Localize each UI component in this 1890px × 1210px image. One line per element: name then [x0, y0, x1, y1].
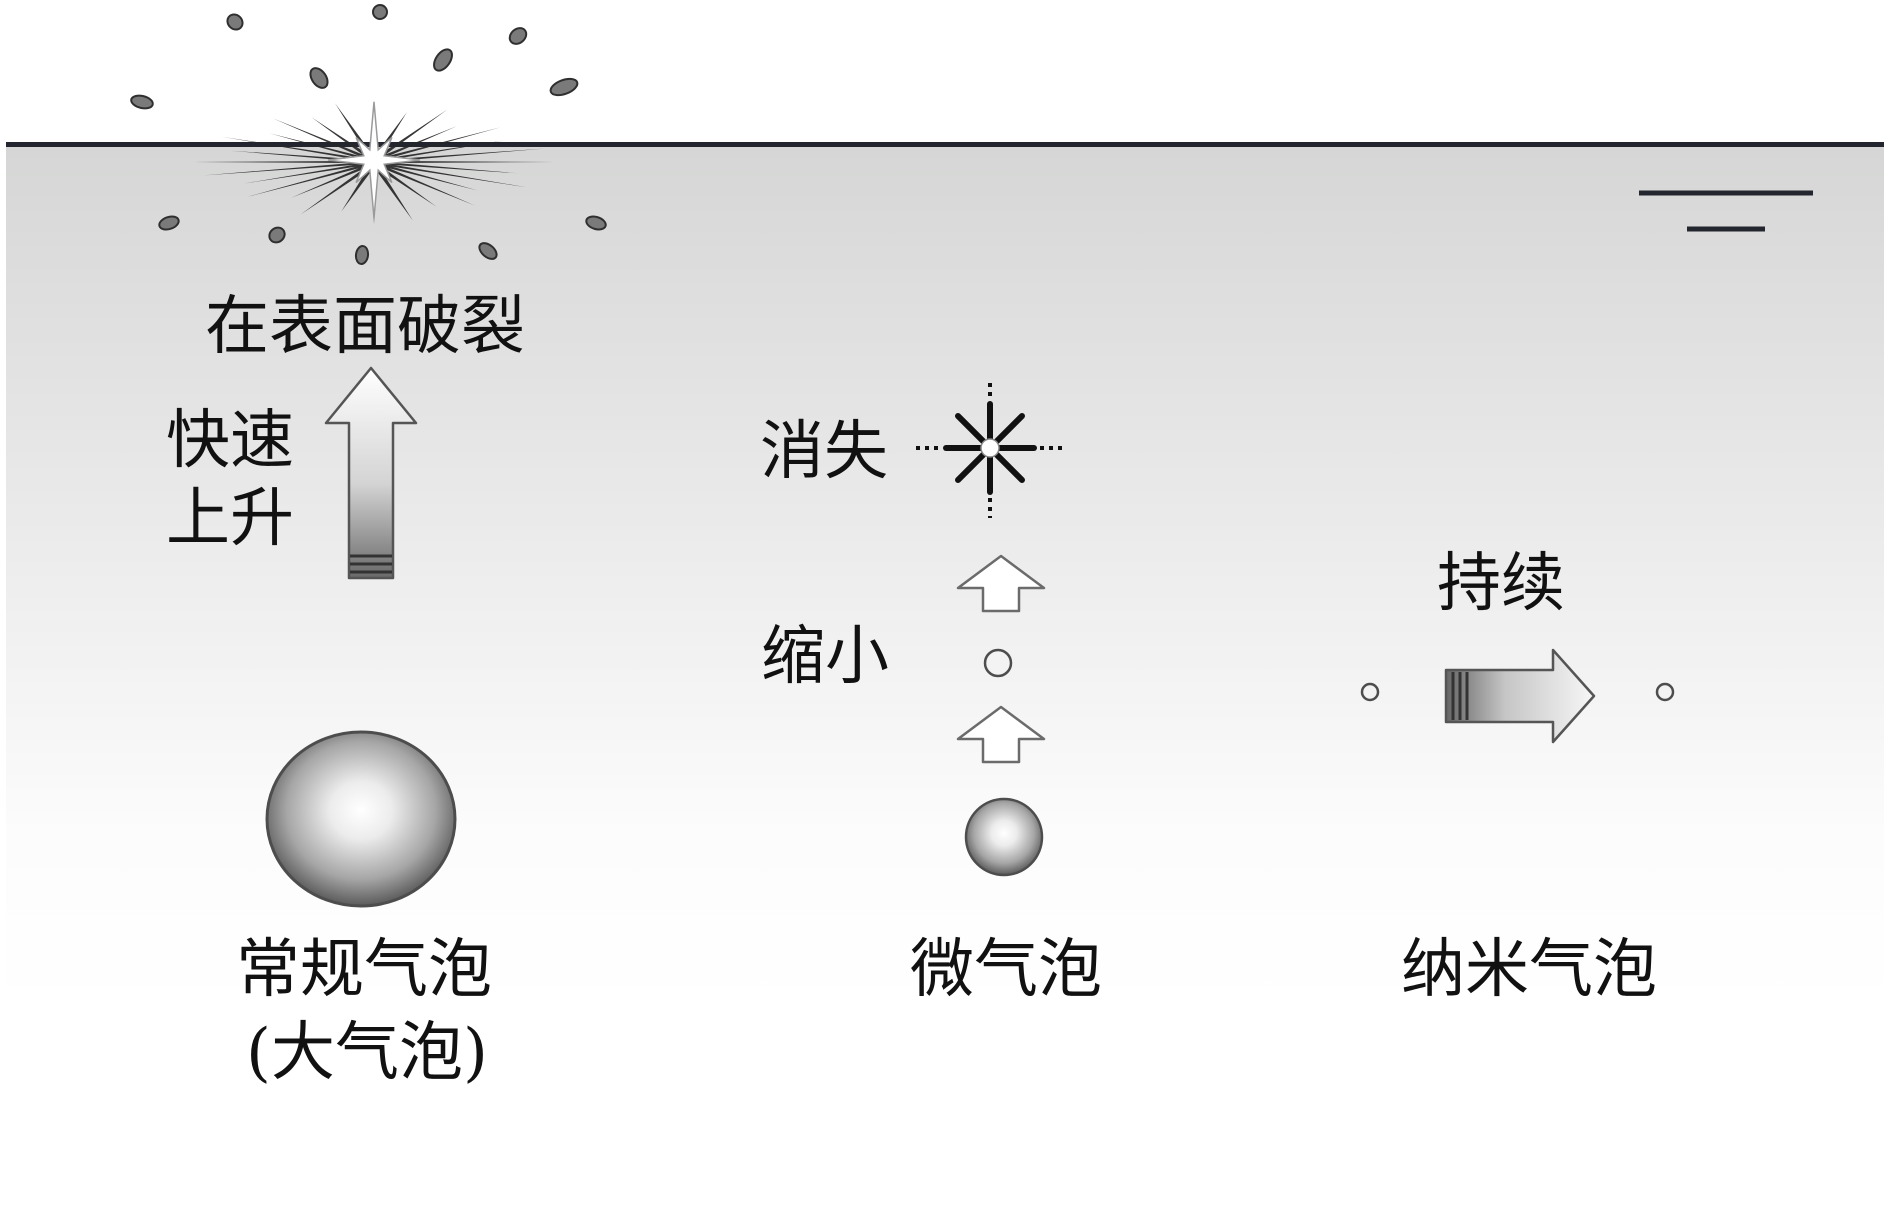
- droplet: [268, 226, 286, 244]
- droplet: [130, 94, 154, 110]
- droplet: [508, 27, 528, 45]
- micro-bubble-name: 微气泡: [910, 933, 1102, 1007]
- arrow-up-outline-icon: [956, 705, 1046, 764]
- burst-center: [980, 438, 1000, 458]
- shrink-label: 缩小: [761, 620, 889, 694]
- droplet: [158, 215, 180, 231]
- large-bubble: [265, 730, 457, 908]
- persist-arrow-body: [1444, 648, 1596, 744]
- water-level-icon: [1639, 190, 1813, 232]
- asterisk-burst-icon: [916, 383, 1066, 518]
- shrunken-micro-bubble: [983, 648, 1013, 678]
- droplet: [309, 67, 329, 89]
- droplet: [585, 215, 607, 231]
- persist-label: 持续: [1437, 547, 1565, 621]
- arrow-right-icon: [1444, 648, 1596, 744]
- arrow-up-icon: [324, 366, 418, 580]
- micro-bubble-column: 消失 缩小 微气泡: [760, 383, 1102, 1007]
- regular-bubble-alias: (大气泡): [246, 1016, 488, 1090]
- droplet: [549, 77, 579, 97]
- rise-label-line2: 上升: [166, 482, 294, 556]
- vanish-label: 消失: [760, 415, 888, 489]
- nano-bubble-after: [1655, 682, 1675, 702]
- nano-bubble-name: 纳米气泡: [1401, 933, 1657, 1007]
- droplet: [354, 245, 370, 265]
- droplet: [478, 242, 498, 260]
- nano-bubble-before: [1360, 682, 1380, 702]
- rise-label-line1: 快速: [166, 404, 294, 478]
- nano-bubble-column: 持续 纳米气泡: [1360, 547, 1675, 1007]
- starburst-icon: [194, 100, 554, 224]
- burst-at-surface-label: 在表面破裂: [205, 290, 525, 364]
- droplet: [226, 13, 244, 31]
- burst-core-star: [327, 101, 421, 219]
- splash-droplets: [130, 4, 607, 265]
- arrow-up-outline-icon: [956, 554, 1046, 613]
- rise-arrow-body: [324, 366, 418, 580]
- regular-bubble-column: 在表面破裂 快速 上升 常规气泡 (大气泡): [130, 4, 607, 1090]
- micro-bubble: [964, 797, 1044, 877]
- droplet: [433, 48, 453, 72]
- regular-bubble-name: 常规气泡: [236, 933, 492, 1007]
- water-body: [6, 147, 1884, 1007]
- droplet: [372, 4, 388, 20]
- water-surface-line: [6, 142, 1884, 147]
